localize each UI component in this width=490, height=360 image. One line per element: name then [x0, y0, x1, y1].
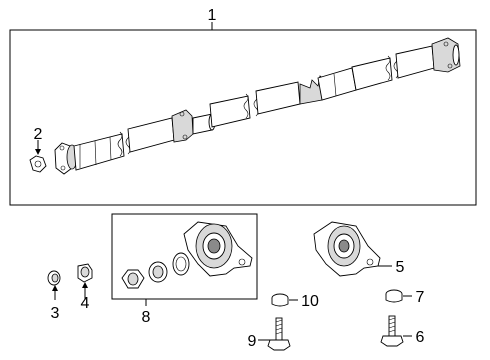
callout-3: 3 — [51, 305, 60, 322]
callout-9: 9 — [248, 333, 257, 350]
part-3-washer — [47, 270, 61, 286]
driveshaft-assembly-frame — [9, 29, 477, 206]
callout-1: 1 — [208, 7, 217, 24]
callout-5: 5 — [396, 259, 405, 276]
driveshaft — [54, 37, 461, 175]
part-5-center-bearing — [313, 221, 381, 277]
part-8-kit-frame — [111, 213, 258, 300]
callout-6: 6 — [416, 329, 425, 346]
callout-8: 8 — [142, 309, 151, 326]
callout-4-arrow — [82, 282, 88, 288]
part-6-bolt — [380, 315, 404, 347]
part-9-bolt — [267, 317, 291, 351]
part-7-nut — [385, 289, 403, 303]
callout-10: 10 — [301, 293, 319, 310]
part-2-nut — [29, 155, 47, 173]
part-10-nut — [271, 293, 289, 307]
callout-3-arrow — [52, 285, 58, 291]
callout-4: 4 — [81, 295, 90, 312]
callout-2: 2 — [34, 126, 43, 143]
callout-2-arrow — [35, 149, 41, 155]
part-4-bushing — [77, 263, 93, 283]
part-8-bearing-kit — [121, 221, 253, 289]
callout-7: 7 — [416, 289, 425, 306]
